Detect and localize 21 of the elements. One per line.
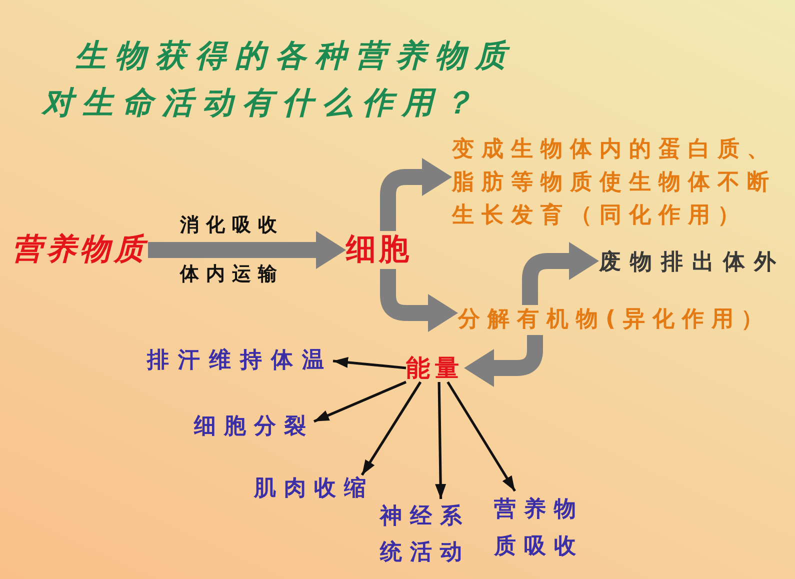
energy-label: 能量 [406,354,464,382]
energy-use-label: 营养物质吸收 [494,491,589,565]
cell-label: 细胞 [346,231,412,269]
arrow [148,231,346,269]
arrow [332,356,406,370]
nutrient-label: 营养物质 [12,231,148,269]
title: 生物获得的各种营养物质对生命活动有什么作用？ [42,37,516,123]
energy-use-label: 肌肉收缩 [254,475,374,503]
catabolism-text: 分解有机物(异化作用） [458,305,771,335]
edge-label: 消化吸收 [180,213,284,238]
energy-use-label: 排汗维持体温 [147,347,333,375]
arrow [360,381,422,476]
waste-label: 废物排出体外 [599,248,785,278]
anabolism-text: 变成生物体内的蛋白质、脂肪等物质使生物体不断生长发育（同化作用） [452,133,782,232]
bent-arrow [380,269,458,332]
energy-use-label: 神经系统活动 [380,499,475,571]
arrow [446,381,516,492]
arrow [435,382,446,500]
process-caption: 体内运输 [180,262,284,287]
energy-use-label: 细胞分裂 [194,413,314,441]
arrow [313,380,407,423]
